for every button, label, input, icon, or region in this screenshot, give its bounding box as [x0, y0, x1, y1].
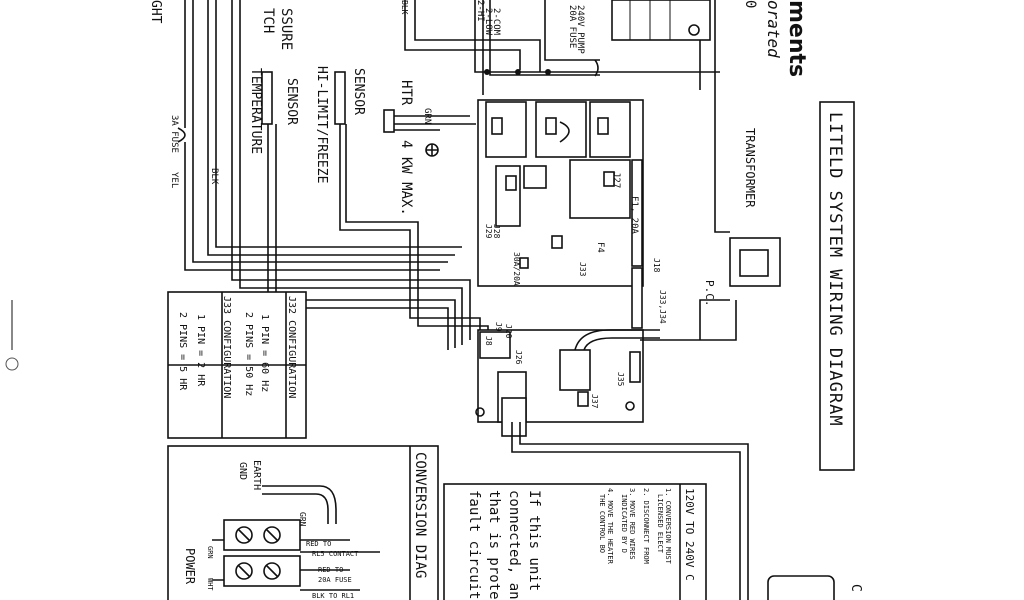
- f1-label: F1, 20A: [629, 196, 639, 235]
- j8-label: J8: [484, 336, 493, 346]
- yel-label: YEL: [169, 172, 179, 188]
- temp-sensor-probe: [261, 71, 273, 125]
- temp-sensor-label-2: TEMPERATURE: [248, 68, 263, 154]
- note-4b: THE CONTROL BO: [598, 494, 606, 553]
- amp-label: 30A/20A: [512, 252, 521, 286]
- control-board: J27 F1, 20A F4 J28 J29 30A/20A J33 J33,J…: [477, 99, 667, 329]
- transformer: TRANSFORMER P.C.: [640, 128, 781, 341]
- wht-label: WHT: [206, 578, 214, 591]
- j20-label: J20: [504, 324, 513, 339]
- conversion-diagram: CONVERSION DIAG EARTH GND GRN RED TO RL5…: [167, 445, 439, 600]
- j28-label: J28: [492, 224, 501, 239]
- title-box: LITELD SYSTEM WIRING DIAGRAM: [819, 101, 855, 471]
- scroll-indicator: [5, 300, 19, 371]
- config-table: J32 CONFIGURATION 1 PIN = 60 Hz 2 PINS =…: [167, 291, 307, 439]
- light-label: GHT: [148, 0, 163, 24]
- note-3b: INDICATED BY D: [620, 494, 628, 553]
- note-3: 3. MOVE RED WIRES: [628, 488, 636, 560]
- brand-text: ments: [784, 0, 809, 77]
- blk-rl1-label: BLK TO RL1: [312, 592, 354, 600]
- diagram-title: LITELD SYSTEM WIRING DIAGRAM: [825, 112, 845, 427]
- red-contact-label-1: RED TO: [306, 540, 331, 548]
- warning-line-2: connected, and: [506, 490, 522, 600]
- j37-label: J37: [590, 394, 599, 409]
- heater-kw-label: 4 KW MAX.: [398, 140, 414, 216]
- grn-small-label: GRN: [206, 546, 214, 559]
- relay-3: [589, 101, 631, 158]
- hilimit-sensor-label-2: HI-LIMIT/FREEZE: [314, 66, 329, 183]
- pump-240v-label: 240V PUMP: [575, 5, 585, 54]
- brand-subtext: orated: [764, 0, 783, 58]
- conversion-title: CONVERSION DIAG: [412, 452, 428, 578]
- notes-header: 120V TO 240V C: [683, 488, 696, 581]
- power-label: POWER: [183, 548, 197, 585]
- warning-line-4: fault circuit: [466, 490, 482, 600]
- j33-board-label: J33: [578, 262, 587, 277]
- note-1: 1. CONVERSION MUST: [664, 488, 672, 565]
- blk-label: BLK: [209, 168, 219, 185]
- j32-config-title: J32 CONFIGURATION: [286, 296, 297, 398]
- heater-element: [383, 109, 476, 157]
- note-1b: LICENSED ELECT: [656, 494, 664, 554]
- relay-2: [535, 101, 587, 158]
- j32-config-line1: 1 PIN = 60 Hz: [259, 314, 270, 392]
- warning-line-1: If this unit: [526, 490, 542, 591]
- top-wires: BLK 2-HI 2-LOW 2-COM 20A FUSE 240V PUMP: [400, 0, 720, 170]
- top-terminal-block: [611, 0, 711, 41]
- j34-label: J33,J34: [658, 290, 667, 324]
- wire-2-low-label: 2-LOW: [483, 8, 493, 36]
- hilimit-sensor-probe: [334, 71, 346, 125]
- pressure-switch-label-1: SSURE: [278, 8, 294, 50]
- j9-label: J9: [494, 322, 503, 332]
- note-2: 2. DISCONNECT FROM: [642, 488, 650, 564]
- bottom-right-fragment: C: [767, 575, 863, 600]
- hilimit-sensor-label-1: SENSOR: [351, 68, 366, 115]
- note-4: 4. MOVE THE HEATER: [606, 488, 614, 565]
- temp-sensor-label-1: SENSOR: [284, 78, 299, 125]
- red-contact-label-2: RL5 CONTACT: [312, 550, 359, 558]
- j32-config-line2: 2 PINS = 50 Hz: [243, 312, 254, 396]
- conversion-notes: 120V TO 240V C 1. CONVERSION MUST LICENS…: [443, 483, 707, 600]
- conversion-grn-label: GRN: [298, 512, 307, 527]
- f4-label: F4: [595, 242, 605, 253]
- transformer-label: TRANSFORMER: [743, 128, 757, 208]
- red-fuse-label-1: RED TO: [318, 566, 343, 574]
- j26-label: J26: [514, 350, 523, 365]
- lower-board: J20 J9 J8 J35 J37 J26: [475, 322, 749, 600]
- fuse-3a-label: 3A FUSE: [169, 115, 179, 153]
- j35-label: J35: [616, 372, 625, 387]
- blk-top-label: BLK: [400, 0, 409, 15]
- edge-letter: C: [848, 584, 863, 592]
- pc-label: P.C.: [703, 280, 716, 307]
- warning-line-3: that is protec: [486, 490, 502, 600]
- heater-label: HTR: [398, 80, 414, 106]
- wire-2-com-label: 2-COM: [491, 8, 501, 36]
- fuse-20a-label: 20A FUSE: [567, 5, 577, 48]
- brand-digit: 0: [742, 0, 758, 8]
- j18-label: J18: [652, 258, 661, 273]
- j33-config-title: J33 CONFIGURATION: [221, 296, 232, 398]
- j33-config-line1: 1 PIN = 2 HR: [195, 314, 206, 387]
- wire-2-hi-label: 2-HI: [475, 0, 485, 22]
- left-wires: [177, 0, 489, 350]
- earth-label-2: GND: [237, 462, 248, 480]
- brand-fragment: ments orated 0: [742, 0, 809, 77]
- j29-label: J29: [484, 224, 493, 239]
- pressure-switch-label-2: TCH: [260, 8, 276, 33]
- j27-label: J27: [611, 172, 621, 188]
- j33-config-line2: 2 PINS = 5 HR: [177, 312, 188, 391]
- red-fuse-label-2: 20A FUSE: [318, 576, 352, 584]
- earth-label-1: EARTH: [251, 460, 262, 490]
